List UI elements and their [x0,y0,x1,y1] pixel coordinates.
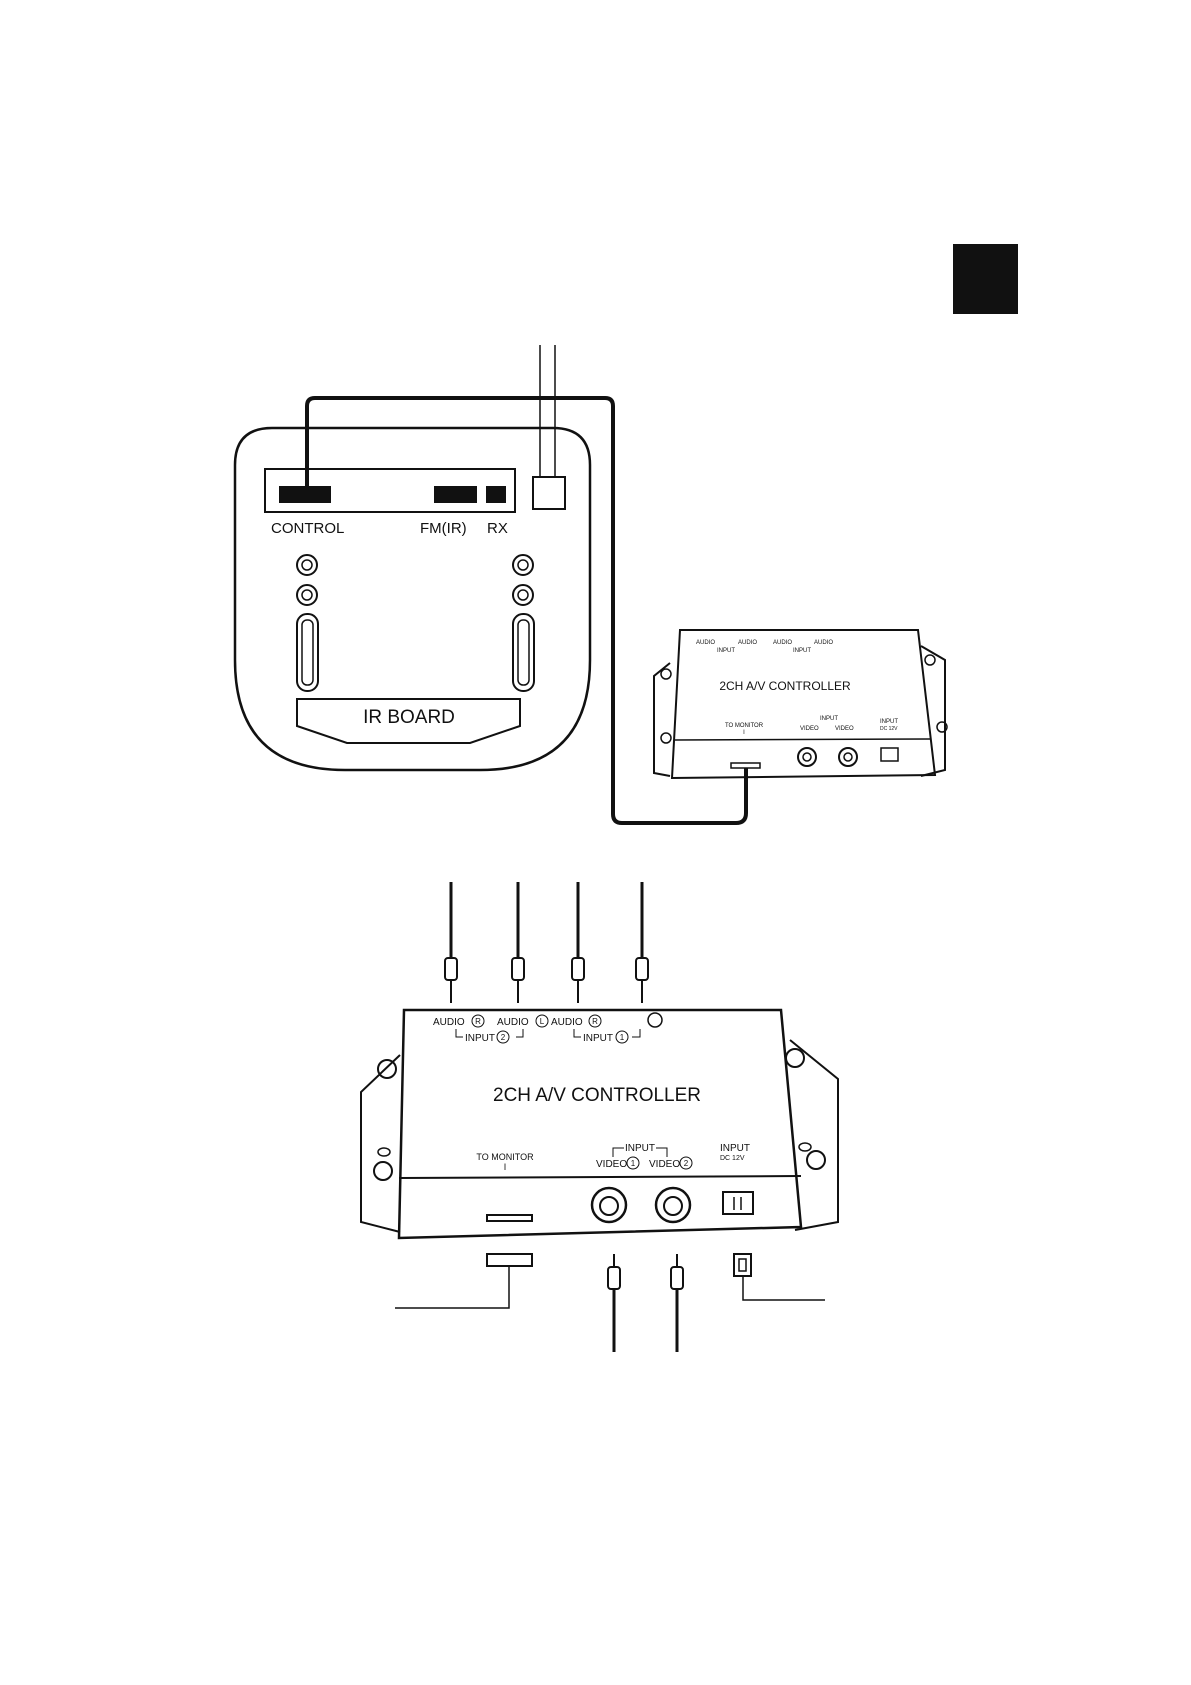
audio-cable-3 [572,882,584,1003]
left-jack-2-inner [302,590,312,600]
large-bracket-hole-left [378,1148,390,1156]
large-screw-1 [378,1060,396,1078]
power-cable-plug [734,1254,751,1276]
small-power-dc: DC 12V [880,726,898,732]
small-power-input: INPUT [880,719,898,725]
small-power-port [881,748,898,761]
large-video-2: VIDEO [649,1159,680,1170]
large-to-monitor: TO MONITOR [476,1152,534,1162]
large-video-1-port-inner [600,1197,618,1215]
large-video-1-mark: 1 [631,1159,636,1168]
section-tab-marker [953,244,1018,314]
large-video-2-port [656,1188,690,1222]
large-controller-edge [399,1176,801,1178]
large-power-input: INPUT [720,1143,750,1154]
monitor-cable-plug [487,1254,532,1266]
small-to-monitor: TO MONITOR [725,723,764,729]
large-audio-r-b: AUDIO [551,1017,583,1028]
large-audio-r-a-mark: R [475,1017,481,1026]
large-video-2-port-inner [664,1197,682,1215]
small-input-2: INPUT [717,648,735,654]
right-slot [513,614,534,691]
small-screw-3 [925,655,935,665]
small-video-group: INPUT [820,716,838,722]
large-input-1: INPUT [583,1033,613,1044]
large-audio-r-a: AUDIO [433,1017,465,1028]
right-jack-2 [513,585,533,605]
large-controller: AUDIO R AUDIO L AUDIO R INPUT 2 INPUT 1 … [361,882,838,1352]
rx-receiver-box [533,477,565,509]
video-cable-2 [671,1254,683,1352]
small-controller-title: 2CH A/V CONTROLLER [719,679,851,693]
large-screw-4 [807,1151,825,1169]
ir-board-label: IR BOARD [363,707,455,728]
rx-label: RX [487,520,508,537]
audio-cable-2 [512,882,524,1003]
power-cable-plug-inner [739,1259,746,1271]
large-input-2: INPUT [465,1033,495,1044]
power-cable [743,1276,825,1300]
small-audio-l-2: AUDIO [738,640,757,646]
small-video-1-port [798,748,816,766]
small-video-1: VIDEO [800,726,819,732]
small-screw-2 [661,733,671,743]
small-controller-edge [674,739,930,740]
small-audio-l-1: AUDIO [814,640,833,646]
small-monitor-port [731,763,760,768]
large-right-bracket [790,1040,838,1230]
large-input-2-mark: 2 [501,1033,506,1042]
small-audio-r-1: AUDIO [773,640,792,646]
large-video-group: INPUT [625,1143,655,1154]
left-jack-1-inner [302,560,312,570]
audio-cable-4 [636,882,648,1003]
large-power-port [723,1192,753,1214]
small-video-2: VIDEO [835,726,854,732]
video-cable-1 [608,1254,620,1352]
small-controller: AUDIO AUDIO AUDIO AUDIO INPUT INPUT 2CH … [654,630,947,778]
large-left-bracket [361,1055,400,1232]
fm-ir-connector [434,486,477,503]
large-power-dc: DC 12V [720,1155,745,1162]
right-slot-inner [518,620,529,685]
small-video-2-port-inner [844,753,852,761]
audio-cable-1 [445,882,457,1003]
large-monitor-tick: I [504,1162,507,1172]
small-video-1-port-inner [803,753,811,761]
large-audio-l-a: AUDIO [497,1017,529,1028]
left-jack-2 [297,585,317,605]
large-video-2-mark: 2 [684,1159,689,1168]
left-slot [297,614,318,691]
fm-ir-label: FM(IR) [420,520,467,537]
monitor-cable [395,1266,509,1308]
small-input-1: INPUT [793,648,811,654]
large-aux-port [648,1013,662,1027]
left-slot-inner [302,620,313,685]
large-audio-r-b-mark: R [592,1017,598,1026]
right-jack-1-inner [518,560,528,570]
large-screw-2 [374,1162,392,1180]
small-monitor-tick: I [743,730,745,736]
large-bracket-hole-right [799,1143,811,1151]
control-connector [279,486,331,503]
large-screw-3 [786,1049,804,1067]
small-screw-1 [661,669,671,679]
control-label: CONTROL [271,520,344,537]
small-video-2-port [839,748,857,766]
large-video-1: VIDEO [596,1159,627,1170]
right-jack-2-inner [518,590,528,600]
rx-connector [486,486,506,503]
large-input-1-mark: 1 [620,1033,625,1042]
ir-board: CONTROL FM(IR) RX IR BOARD [235,345,590,770]
large-audio-l-a-mark: L [540,1017,545,1026]
large-controller-title: 2CH A/V CONTROLLER [493,1085,701,1106]
small-audio-r-2: AUDIO [696,640,715,646]
right-jack-1 [513,555,533,575]
left-jack-1 [297,555,317,575]
large-monitor-port [487,1215,532,1221]
control-cable [307,398,746,823]
small-left-bracket [654,663,670,776]
large-video-1-port [592,1188,626,1222]
